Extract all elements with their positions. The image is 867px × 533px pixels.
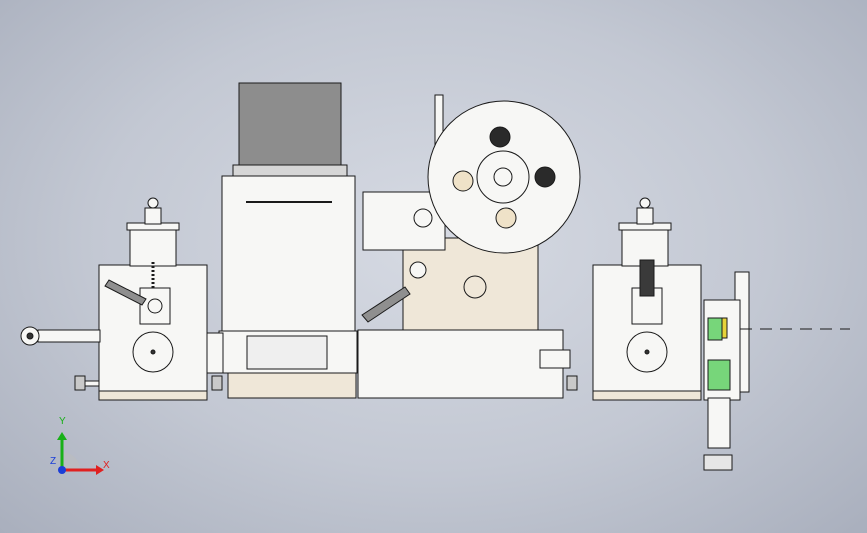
right-feeder-module[interactable] (566, 197, 850, 471)
triad-y-arrow (57, 432, 67, 440)
left-end-knob-inner (26, 332, 34, 340)
triad-x-label: X (103, 460, 110, 471)
triad-x-arrow (96, 465, 104, 475)
left-foot-rail (84, 380, 100, 387)
left-foot-knob-b[interactable] (211, 375, 223, 391)
machine-assembly[interactable] (20, 82, 850, 471)
left-wheel-hub (150, 349, 156, 355)
right-foot-knob[interactable] (566, 375, 578, 391)
triad-origin (58, 466, 66, 474)
center-lever-handle[interactable] (361, 286, 411, 323)
hopper-front-lip (232, 164, 348, 178)
hopper-back-panel (238, 82, 342, 170)
left-top-nut (144, 207, 162, 225)
triad-z-label: Z (50, 456, 56, 467)
left-top-bolt (147, 197, 159, 209)
reel-hub-center (493, 167, 513, 187)
right-handle-post[interactable] (639, 259, 655, 297)
hopper-inner-frame (246, 335, 328, 370)
right-green-part-top (707, 317, 723, 341)
right-green-part-bottom (707, 359, 731, 391)
reel-module[interactable] (357, 94, 581, 399)
center-right-step (539, 349, 571, 369)
left-feeder-module[interactable] (20, 197, 223, 401)
triad-y-label: Y (59, 416, 66, 427)
right-top-nut (636, 207, 654, 225)
hopper-body (221, 175, 356, 332)
reel-hole-top (489, 126, 511, 148)
right-cylinder-foot (703, 454, 733, 471)
plate-dial (463, 275, 487, 299)
coordinate-triad: X Y Z (50, 416, 110, 475)
hopper-module[interactable] (206, 82, 358, 399)
right-cylinder (707, 397, 731, 449)
reel-hole-bottom (495, 207, 517, 229)
plate-roller (409, 261, 427, 279)
left-side-bar (37, 329, 101, 343)
bracket-roller (413, 208, 433, 228)
center-main-base (357, 329, 564, 399)
right-top-bolt (639, 197, 651, 209)
hopper-base (227, 372, 357, 399)
left-foot-knob-a[interactable] (74, 375, 86, 391)
triad-plane-shade (62, 452, 80, 470)
right-yellow-part (721, 317, 728, 339)
left-clamp-hole (147, 298, 163, 314)
left-lever-handle[interactable] (104, 279, 147, 306)
reel-hole-left (452, 170, 474, 192)
left-tension-column (129, 227, 177, 267)
reel-hole-right (534, 166, 556, 188)
right-wheel-hub (644, 349, 650, 355)
hopper-bridge (206, 332, 224, 374)
